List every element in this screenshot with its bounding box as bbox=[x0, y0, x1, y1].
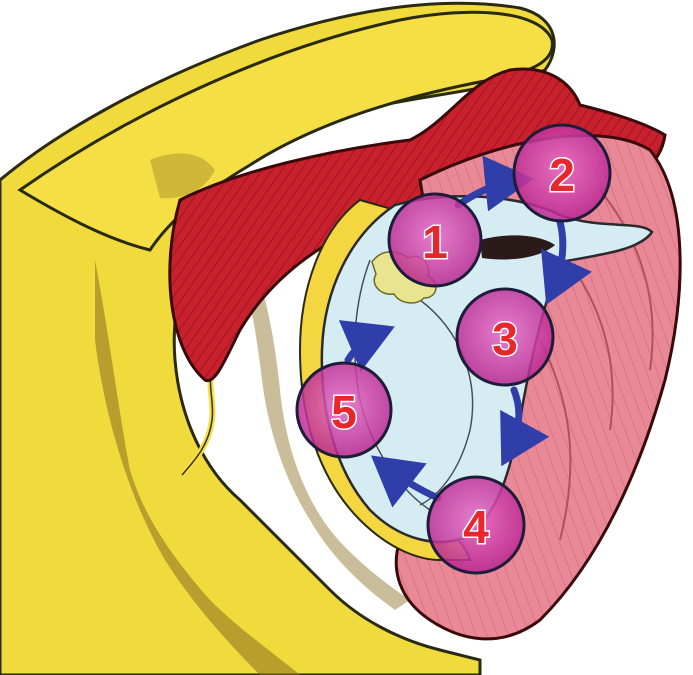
arrow-3 bbox=[500, 386, 550, 467]
marker-label-1: 1 bbox=[422, 216, 448, 268]
tendon-opening bbox=[480, 235, 555, 260]
marker-circle-5 bbox=[295, 361, 393, 459]
segment-line-3 bbox=[539, 339, 572, 541]
arrow-group bbox=[338, 155, 592, 508]
cavity-contour-2 bbox=[419, 299, 474, 506]
marker-label-4: 4 bbox=[463, 501, 489, 553]
marker-1: 1 bbox=[387, 192, 483, 288]
marker-label-3: 3 bbox=[492, 313, 518, 365]
marker-circle-2 bbox=[512, 123, 612, 223]
arrow-4 bbox=[370, 455, 442, 508]
marker-group: 1 2 3 4 5 bbox=[295, 123, 612, 575]
marker-circle-1 bbox=[387, 192, 483, 288]
marker-2: 2 bbox=[512, 123, 612, 223]
marker-circle-4 bbox=[426, 475, 526, 575]
marker-3: 3 bbox=[455, 287, 555, 387]
bone-shading bbox=[95, 260, 300, 675]
marker-label-2: 2 bbox=[549, 149, 575, 201]
marker-5: 5 bbox=[295, 361, 393, 459]
arrow-2 bbox=[540, 218, 592, 305]
bone-shading-3 bbox=[150, 153, 215, 199]
marker-4: 4 bbox=[426, 475, 526, 575]
arrow-5 bbox=[338, 320, 395, 372]
marker-circle-3 bbox=[455, 287, 555, 387]
marker-label-5: 5 bbox=[331, 386, 357, 438]
segment-line-1 bbox=[599, 189, 654, 371]
